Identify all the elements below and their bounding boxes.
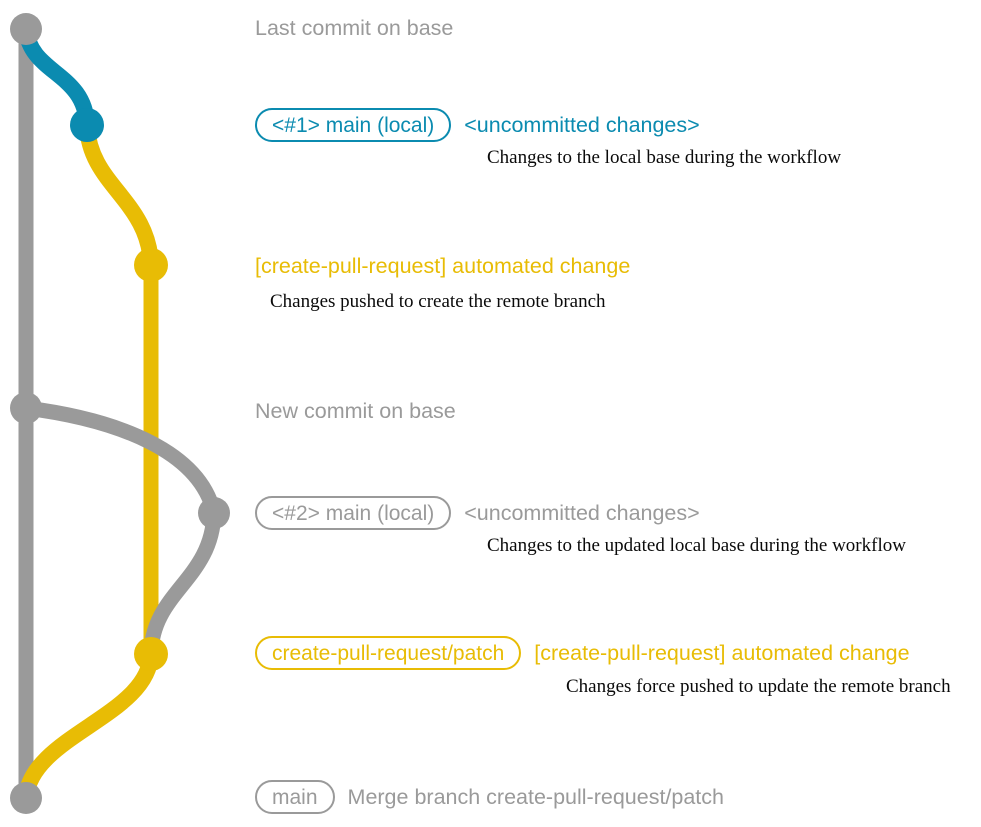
remote-branch-curve-1 <box>79 117 159 273</box>
branch-pill-remote-2[interactable]: create-pull-request/patch <box>255 636 522 670</box>
row-last-commit-on-base: Last commit on base <box>255 11 453 45</box>
row-headline-remote-2: [create-pull-request] automated change <box>534 641 910 665</box>
row-local-2: <#2> main (local) <uncommitted changes> <box>255 496 700 530</box>
commit-node-remote-2[interactable] <box>134 637 168 671</box>
row-remote-1: [create-pull-request] automated change <box>255 249 630 283</box>
commit-node-local-1[interactable] <box>70 108 104 142</box>
row-headline-merge: Merge branch create-pull-request/patch <box>347 785 724 809</box>
row-subtext-remote-2: Changes force pushed to update the remot… <box>566 676 951 697</box>
commit-node-local-2[interactable] <box>198 497 230 529</box>
commit-node-base-top[interactable] <box>10 13 42 45</box>
commit-node-remote-1[interactable] <box>134 248 168 282</box>
local-branch-curve-1 <box>18 21 95 133</box>
commit-node-base-new[interactable] <box>10 392 42 424</box>
row-headline-local-1: <uncommitted changes> <box>464 113 700 137</box>
local-2-to-remote-curve <box>143 505 222 662</box>
row-headline-remote-1: [create-pull-request] automated change <box>255 254 631 278</box>
branch-pill-merge[interactable]: main <box>255 780 335 814</box>
row-subtext-local-1: Changes to the local base during the wor… <box>487 147 842 168</box>
row-merge: main Merge branch create-pull-request/pa… <box>255 780 724 814</box>
row-new-commit-on-base: New commit on base <box>255 394 456 428</box>
row-remote-2: create-pull-request/patch [create-pull-r… <box>255 636 910 670</box>
branch-pill-local-1[interactable]: <#1> main (local) <box>255 108 452 142</box>
row-local-1: <#1> main (local) <uncommitted changes> <box>255 108 700 142</box>
base-update-curve <box>18 400 222 521</box>
row-headline-new-commit-on-base: New commit on base <box>255 399 456 423</box>
row-subtext-remote-1: Changes pushed to create the remote bran… <box>270 291 606 312</box>
commit-node-base-merge[interactable] <box>10 782 42 814</box>
merge-curve <box>18 646 159 806</box>
row-subtext-local-2: Changes to the updated local base during… <box>487 535 906 556</box>
row-headline-local-2: <uncommitted changes> <box>464 501 700 525</box>
branch-pill-local-2[interactable]: <#2> main (local) <box>255 496 452 530</box>
row-headline-last-commit-on-base: Last commit on base <box>255 16 454 40</box>
